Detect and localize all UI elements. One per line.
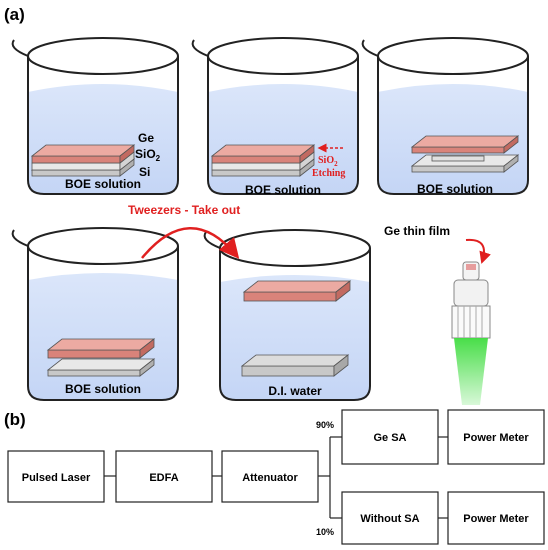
ge-film-arrow: [465, 238, 491, 264]
beaker-4-caption: BOE solution: [65, 382, 141, 396]
ge-sa-label: Ge SA: [373, 432, 406, 444]
power-meter-bottom-box: [447, 491, 545, 545]
substrate-stack-3: [410, 135, 520, 173]
split-10-label: 10%: [316, 527, 334, 537]
beaker-3: BOE solution: [361, 37, 529, 196]
power-meter-top-box: [447, 409, 545, 465]
sio2-layer-label: SiO2: [135, 147, 161, 163]
beaker-5: D.I. water: [203, 229, 371, 401]
power-meter-top-label: Power Meter: [463, 432, 529, 444]
si-layer-label: Si: [139, 165, 150, 179]
edfa-label: EDFA: [149, 472, 178, 484]
tweezers-label: Tweezers - Take out: [128, 203, 240, 217]
without-sa-box: [341, 491, 439, 545]
ge-layer-label: Ge: [138, 131, 154, 145]
etching-label-line1: SiO2: [318, 155, 338, 168]
etching-label-line2: Etching: [312, 168, 345, 179]
ge-sa-box: [341, 409, 439, 465]
panel-b-label: (b): [4, 410, 26, 429]
panel-a-label: (a): [4, 5, 25, 24]
pulsed-laser-label: Pulsed Laser: [22, 472, 91, 484]
beaker-4: BOE solution: [11, 227, 179, 401]
without-sa-label: Without SA: [360, 513, 419, 525]
beaker-3-caption: BOE solution: [417, 182, 493, 196]
beaker-2-caption: BOE solution: [245, 183, 321, 197]
beaker-5-caption: D.I. water: [268, 384, 322, 398]
substrate-stack-2: [210, 144, 316, 177]
beaker-1: Ge SiO2 Si BOE solution: [11, 37, 179, 195]
setup-diagram: Pulsed Laser EDFA Attenuator 90% 10% Ge …: [7, 409, 545, 545]
substrate-stack-1: [30, 144, 136, 177]
attenuator-box: [221, 450, 319, 503]
beaker-2: SiO2 Etching BOE solution: [191, 37, 359, 197]
edfa-box: [115, 450, 213, 503]
substrate-stack-4: [46, 338, 156, 377]
power-meter-bottom-label: Power Meter: [463, 513, 529, 525]
split-90-label: 90%: [316, 420, 334, 430]
ge-film-floating: [242, 280, 352, 302]
attenuator-label: Attenuator: [242, 472, 298, 484]
ge-thin-film-label: Ge thin film: [384, 224, 450, 238]
si-substrate-bottom: [240, 354, 350, 377]
beaker-1-caption: BOE solution: [65, 177, 141, 191]
fiber-connector: [451, 261, 491, 405]
tweezers-arrow: [141, 227, 240, 259]
